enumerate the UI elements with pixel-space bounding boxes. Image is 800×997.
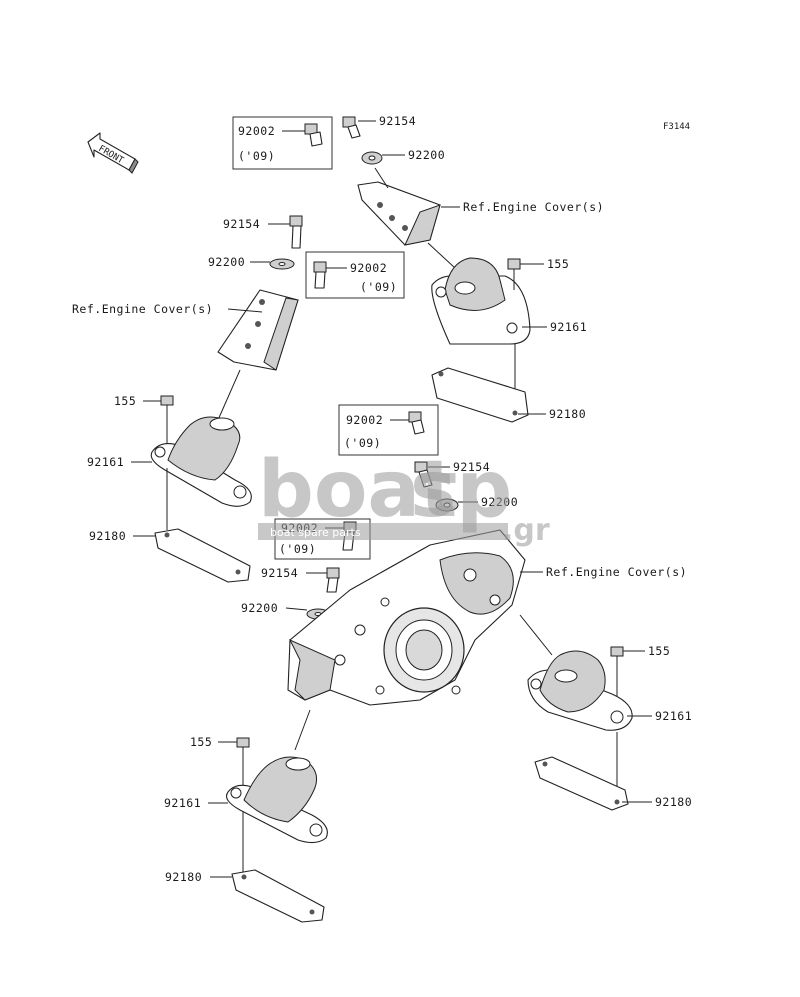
front-arrow-icon: FRONT [87, 132, 139, 174]
figure-code: F3144 [663, 122, 690, 132]
part-label-155-c: 155 [190, 735, 212, 749]
bolt-92002-c-icon [408, 411, 425, 435]
ref-engine-cover-c: Ref.Engine Cover(s) [546, 565, 687, 579]
mount-92161-c-icon [225, 756, 328, 844]
part-label-155-a: 155 [547, 257, 569, 271]
mount-92161-b-icon [150, 416, 252, 507]
part-label-92200-c: 92200 [481, 495, 518, 509]
part-label-92180-a: 92180 [549, 407, 586, 421]
part-label-155-b: 155 [114, 394, 136, 408]
svg-text:boat: boat [258, 445, 457, 535]
part-label-92180-c: 92180 [165, 870, 202, 884]
svg-text:.gr: .gr [502, 513, 550, 548]
part-label-92154-d: 92154 [261, 566, 298, 580]
part-note-92002-d: ('09) [279, 542, 316, 556]
part-label-92180-b: 92180 [89, 529, 126, 543]
bracket-a-icon [357, 181, 441, 246]
bolt-92002-a-icon [304, 123, 323, 147]
engine-cover-casting-icon [287, 529, 526, 706]
mount-92161-a-icon [431, 257, 531, 345]
plate-92180-d-icon [534, 756, 629, 811]
part-label-92002-c: 92002 [346, 413, 383, 427]
part-label-92161-b: 92161 [87, 455, 124, 469]
part-note-92002-b: ('09) [360, 280, 397, 294]
part-label-92154-a: 92154 [379, 114, 416, 128]
bracket-b-icon [217, 289, 299, 371]
part-label-92002-b: 92002 [350, 261, 387, 275]
ref-engine-cover-a: Ref.Engine Cover(s) [463, 200, 604, 214]
plate-92180-b-icon [154, 528, 251, 583]
bolt-155-c-icon [236, 737, 250, 785]
note-box-b [305, 251, 405, 299]
plate-92180-c-icon [231, 869, 325, 923]
plate-92180-a-icon [431, 367, 529, 423]
part-label-92154-c: 92154 [453, 460, 490, 474]
part-label-92161-a: 92161 [550, 320, 587, 334]
mount-92161-d-icon [527, 650, 633, 731]
part-label-92200-b: 92200 [208, 255, 245, 269]
svg-text:sp: sp [410, 445, 512, 535]
part-note-92002-a: ('09) [238, 149, 275, 163]
bolt-155-b-icon [160, 395, 174, 445]
part-label-92002-a: 92002 [238, 124, 275, 138]
washer-92200-a-icon [361, 151, 383, 165]
part-label-92154-b: 92154 [223, 217, 260, 231]
bolt-92154-c-icon [414, 461, 433, 488]
bolt-92154-a-icon [342, 116, 361, 139]
part-label-92200-a: 92200 [408, 148, 445, 162]
part-label-92180-d: 92180 [655, 795, 692, 809]
ref-engine-cover-b: Ref.Engine Cover(s) [72, 302, 213, 316]
note-box-c [338, 404, 439, 456]
note-box-a [232, 116, 333, 170]
part-label-155-d: 155 [648, 644, 670, 658]
bolt-92154-b-icon [289, 215, 303, 249]
part-label-92200-d: 92200 [241, 601, 278, 615]
boatsp-watermark-logo: boat sp .gr boat spare parts [258, 445, 550, 548]
part-label-92161-c: 92161 [164, 796, 201, 810]
part-label-92161-d: 92161 [655, 709, 692, 723]
washer-92200-c-icon [435, 498, 459, 512]
bolt-92154-d-icon [326, 567, 340, 593]
part-note-92002-c: ('09) [344, 436, 381, 450]
bolt-92002-b-icon [313, 261, 327, 289]
svg-text:boat spare parts: boat spare parts [270, 526, 361, 539]
washer-92200-b-icon [269, 258, 295, 270]
